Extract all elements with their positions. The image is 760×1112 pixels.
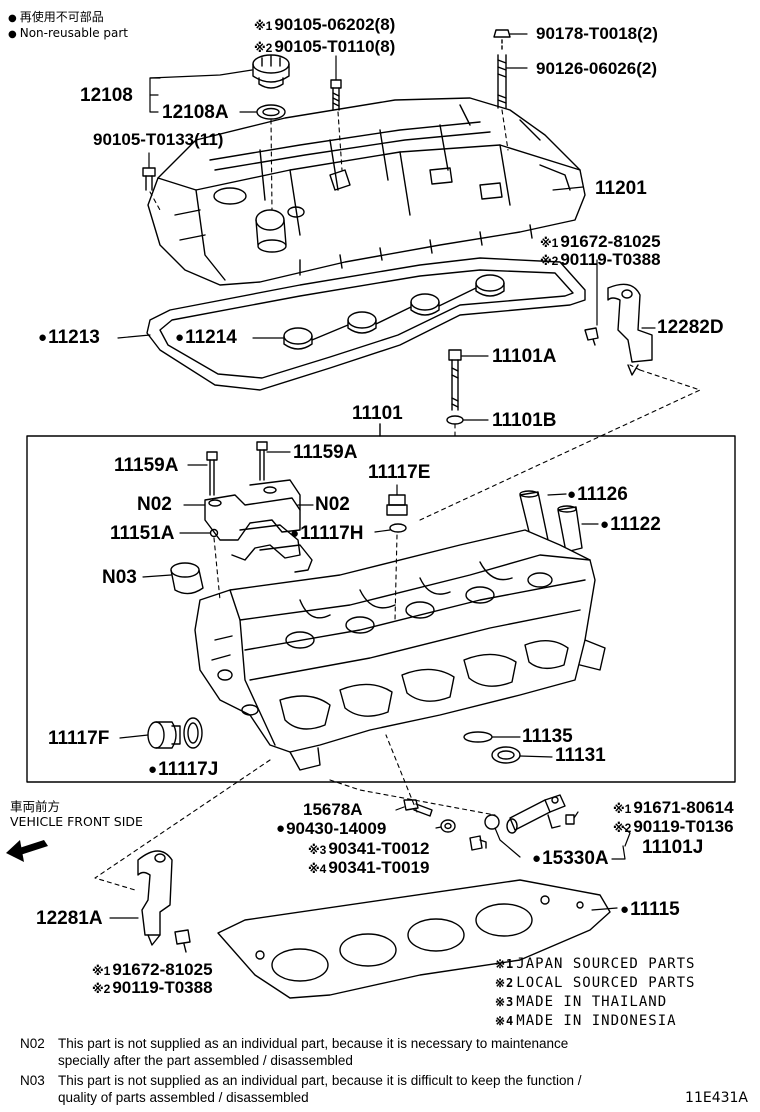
label-12281A: 12281A (36, 908, 103, 929)
engine-hanger-12281A (137, 850, 173, 946)
plug-11117E (386, 494, 408, 533)
label-11131: 11131 (555, 745, 606, 766)
label-N03: N03 (102, 567, 137, 588)
label-11159A-left: 11159A (114, 455, 179, 476)
seal-11135 (463, 731, 493, 743)
cylinder-head-cover-11201 (147, 97, 586, 286)
engine-hanger-12282D (607, 283, 653, 376)
label-15678A: 15678A (303, 800, 363, 819)
label-11117J: 11117J (148, 760, 218, 779)
label-11117H: 11117H (290, 524, 363, 543)
oil-filler-cap (252, 54, 290, 120)
camshaft-bearing-caps (204, 479, 313, 573)
plug-tube-gaskets (283, 274, 505, 350)
label-90126-06026: 90126-06026(2) (536, 59, 657, 78)
bolt-cover (330, 79, 342, 111)
cylinder-head-body (194, 529, 606, 771)
bearing-cap-bolts (206, 441, 268, 496)
hanger-bolt-bottom (174, 929, 191, 953)
label-12108A: 12108A (162, 102, 229, 123)
label-11117F: 11117F (48, 728, 110, 749)
legend-non-reusable-en: ●Non-reusable part (8, 26, 129, 40)
plug-11117F (147, 717, 203, 749)
stud-11101A (446, 349, 464, 425)
legend-non-reusable-ja: ●再使用不可部品 (8, 10, 104, 24)
label-11101: 11101 (352, 403, 403, 424)
nut-and-stud (493, 29, 511, 109)
label-12282D: 12282D (657, 317, 724, 338)
label-11101B: 11101B (492, 410, 557, 431)
label-11117E: 11117E (368, 462, 431, 483)
label-11135: 11135 (522, 726, 573, 747)
front-side-ja: 車両前方 (10, 799, 61, 814)
figure-id: 11E431A (685, 1090, 748, 1106)
label-11122: 11122 (600, 515, 661, 534)
label-11213: 11213 (38, 328, 100, 347)
hanger-bolt-top (584, 327, 599, 346)
label-N02-right: N02 (315, 494, 350, 515)
label-11201: 11201 (595, 178, 647, 199)
label-90430-14009: 90430-14009 (276, 820, 386, 837)
label-15330A: 15330A (532, 849, 609, 868)
label-12108: 12108 (80, 85, 133, 106)
front-side-en: VEHICLE FRONT SIDE (10, 814, 143, 829)
cylinder-head-gasket (217, 879, 611, 999)
label-11115: 11115 (620, 900, 680, 919)
note-N03-line2: quality of parts assembled / disassemble… (58, 1090, 309, 1105)
label-N02-left: N02 (137, 494, 172, 515)
label-11101A: 11101A (492, 346, 557, 367)
label-90178-T0018: 90178-T0018(2) (536, 24, 658, 43)
sleeve-N03 (170, 562, 204, 595)
bolt-cover-small (142, 167, 156, 191)
washer-90430 (440, 819, 456, 833)
oil-control-valve (484, 794, 575, 834)
label-11214: 11214 (175, 328, 237, 347)
label-11101J: 11101J (642, 837, 704, 858)
cylinder-head-subassy-frame (26, 435, 736, 783)
label-11159A-right: 11159A (293, 442, 358, 463)
plug-90341 (469, 835, 487, 851)
label-11151A: 11151A (110, 523, 175, 544)
cover-gasket-11213 (146, 257, 586, 391)
note-N02-line2: specially after the part assembled / dis… (58, 1053, 353, 1068)
bolt-15678A (403, 799, 433, 817)
label-11126: 11126 (567, 485, 628, 504)
seal-11131 (491, 746, 521, 764)
label-90105-T0133: 90105-T0133(11) (93, 130, 224, 149)
